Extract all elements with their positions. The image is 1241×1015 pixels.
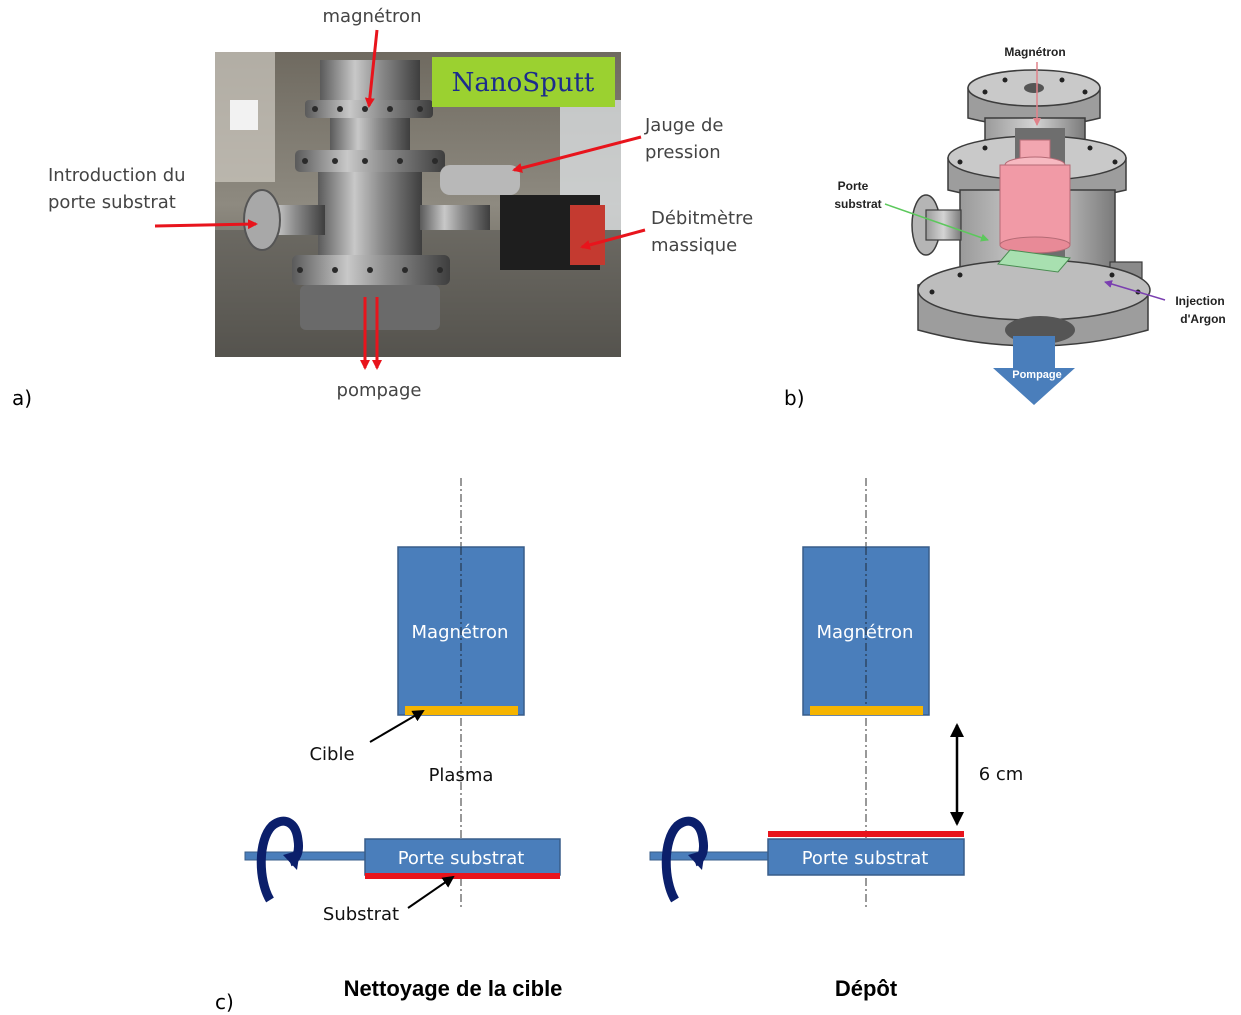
caption-nettoyage: Nettoyage de la cible <box>344 976 563 1001</box>
magnetron-label-b: Magnétron <box>1004 45 1065 59</box>
panel-c-label: c) <box>215 990 234 1014</box>
injection-label-1: Injection <box>1175 294 1224 308</box>
porte-text-left: Porte substrat <box>398 848 525 869</box>
intro-label-1: Introduction du <box>48 165 186 186</box>
cible-label: Cible <box>309 744 354 765</box>
cible-arrow <box>369 709 425 743</box>
flowmeter-arrow <box>580 228 646 250</box>
substrate-right <box>768 831 964 837</box>
porte-arrow <box>884 203 989 242</box>
injection-label-2: d'Argon <box>1180 312 1226 326</box>
magnetron-text-right: Magnétron <box>817 622 914 643</box>
target-left <box>405 706 518 715</box>
porte-label-2: substrat <box>834 197 881 211</box>
flowmeter-label-1: Débitmètre <box>651 208 753 229</box>
gauge-arrow <box>512 135 642 173</box>
magnetron-text-left: Magnétron <box>412 622 509 643</box>
gauge-label-1: Jauge de <box>644 115 723 136</box>
panel-c-left: Magnétron Cible Plasma Porte substrat Su… <box>244 478 563 1001</box>
rotate-icon-left <box>256 816 303 903</box>
rotate-icon-right <box>661 816 708 903</box>
plasma-label: Plasma <box>429 765 494 786</box>
intro-label-2: porte substrat <box>48 192 176 213</box>
magnetron-arrow <box>364 29 379 108</box>
porte-box-right <box>767 838 965 876</box>
brand-label: NanoSputt <box>452 68 595 98</box>
porte-text-right: Porte substrat <box>802 848 929 869</box>
substrat-arrow <box>407 875 455 909</box>
target-right <box>810 706 923 715</box>
substrate-left <box>365 873 560 879</box>
panel-c-right: Magnétron 6 cm Porte substrat Dépôt <box>649 478 1024 1001</box>
gauge-label-2: pression <box>645 142 721 163</box>
substrat-label: Substrat <box>323 904 399 925</box>
caption-depot: Dépôt <box>835 976 898 1001</box>
sputtering-photo: NanoSputt <box>215 52 621 357</box>
magnetron-label: magnétron <box>323 6 422 27</box>
panel-b: Pompage Magnétron Porte substrat Injecti… <box>784 45 1226 410</box>
injection-arrow <box>1104 280 1166 301</box>
chamber-cutaway: Pompage <box>911 69 1151 405</box>
flowmeter-label-2: massique <box>651 235 737 256</box>
porte-label-1: Porte <box>838 179 869 193</box>
distance-label: 6 cm <box>979 764 1024 785</box>
intro-arrow <box>154 219 258 230</box>
panel-a-label: a) <box>12 386 32 410</box>
panel-b-label: b) <box>784 386 805 410</box>
porte-box-left <box>364 838 561 876</box>
pumping-label: pompage <box>337 380 422 401</box>
panel-a: NanoSputt magnétron Jauge de pression In… <box>12 6 753 410</box>
pompage-label: Pompage <box>1012 369 1062 381</box>
